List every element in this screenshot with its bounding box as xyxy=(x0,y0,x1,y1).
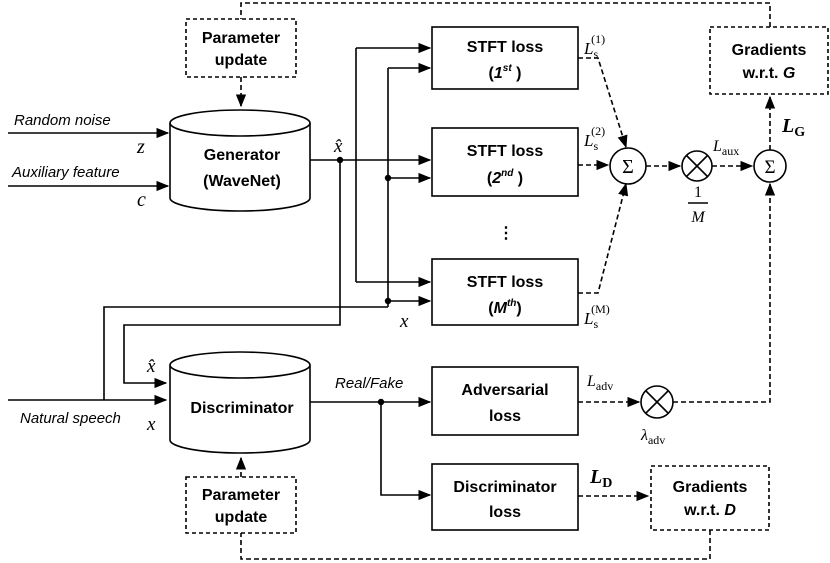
one-over-m-numerator: 1 xyxy=(694,184,702,201)
svg-text:loss: loss xyxy=(489,408,521,425)
l-aux-label: Laux xyxy=(712,138,739,158)
stft-loss-box-M: STFT loss (Mth) xyxy=(431,258,579,326)
gradients-wrt-d-box: Gradients w.r.t. D xyxy=(650,465,770,531)
sum-node-stft: Σ xyxy=(609,147,647,185)
x-bus-label: x xyxy=(399,311,409,332)
svg-text:Parameter: Parameter xyxy=(202,30,280,47)
lambda-to-total-sum-arrow xyxy=(673,182,776,403)
svg-text:(1st ): (1st ) xyxy=(489,63,522,82)
stftM-to-sum-arrow xyxy=(578,182,629,294)
svg-text:Σ: Σ xyxy=(622,156,634,178)
x-hat-discriminator-label: x̂ xyxy=(146,356,156,377)
l-adv-label: Ladv xyxy=(586,373,613,393)
svg-text:w.r.t. G: w.r.t. G xyxy=(742,65,796,82)
parameter-update-discriminator: Parameter update xyxy=(185,476,297,534)
loss-label-M: Ls(M) xyxy=(583,302,610,331)
generator-label: Generator xyxy=(204,147,280,164)
svg-text:STFT loss: STFT loss xyxy=(467,274,544,291)
x-hat-to-discriminator xyxy=(123,160,341,389)
multiply-node-inverse-m xyxy=(681,150,713,182)
svg-text:(2nd ): (2nd ) xyxy=(487,168,523,187)
stft-ellipsis: ⋮ xyxy=(498,225,514,242)
multiply-node-lambda xyxy=(640,385,674,419)
svg-text:Σ: Σ xyxy=(764,157,775,178)
lambda-adv-label: λadv xyxy=(640,427,665,447)
svg-text:Gradients: Gradients xyxy=(673,479,748,496)
discriminator-feedback-loop xyxy=(240,530,711,560)
loss-label-1: Ls(1) xyxy=(583,32,605,61)
discriminator-label: Discriminator xyxy=(190,400,293,417)
l-g-label: LG xyxy=(781,115,805,140)
generator-feedback-loop xyxy=(240,2,771,27)
adversarial-loss-box: Adversarial loss xyxy=(431,366,579,436)
x-discriminator-label: x xyxy=(146,414,156,435)
svg-text:Discriminator: Discriminator xyxy=(453,479,556,496)
svg-text:update: update xyxy=(215,52,268,69)
loss-label-2: Ls(2) xyxy=(583,124,605,153)
discriminator-loss-box: Discriminator loss xyxy=(431,463,579,531)
natural-speech-label: Natural speech xyxy=(20,410,121,427)
svg-text:(Mth): (Mth) xyxy=(488,298,521,317)
c-symbol: c xyxy=(137,189,146,211)
svg-text:Adversarial: Adversarial xyxy=(461,382,548,399)
auxiliary-feature-label: Auxiliary feature xyxy=(11,164,120,181)
svg-text:update: update xyxy=(215,509,268,526)
x-hat-generator-label: x̂ xyxy=(333,136,343,157)
random-noise-label: Random noise xyxy=(14,112,111,129)
gradients-wrt-g-box: Gradients w.r.t. G xyxy=(709,26,829,95)
svg-text:Gradients: Gradients xyxy=(732,42,807,59)
natural-speech-up-line xyxy=(103,306,388,400)
parameter-update-generator: Parameter update xyxy=(185,18,297,78)
stft-loss-box-2: STFT loss (2nd ) xyxy=(431,127,579,197)
sum-node-total: Σ xyxy=(753,149,787,183)
one-over-m-denominator: M xyxy=(690,209,706,226)
generator-sublabel: (WaveNet) xyxy=(203,173,281,190)
svg-text:STFT loss: STFT loss xyxy=(467,39,544,56)
stft-loss-box-1: STFT loss (1st ) xyxy=(431,26,579,90)
svg-text:loss: loss xyxy=(489,504,521,521)
svg-text:STFT loss: STFT loss xyxy=(467,143,544,160)
z-symbol: z xyxy=(136,136,145,158)
discriminator-cylinder: Discriminator xyxy=(169,351,311,454)
discriminator-to-disc-loss-arrow xyxy=(380,402,432,501)
stft1-to-sum-arrow xyxy=(578,57,628,149)
generator-cylinder: Generator (WaveNet) xyxy=(169,109,311,212)
real-fake-label: Real/Fake xyxy=(335,375,403,392)
l-d-label: LD xyxy=(589,466,612,491)
svg-text:Parameter: Parameter xyxy=(202,487,280,504)
svg-text:w.r.t. D: w.r.t. D xyxy=(683,502,736,519)
